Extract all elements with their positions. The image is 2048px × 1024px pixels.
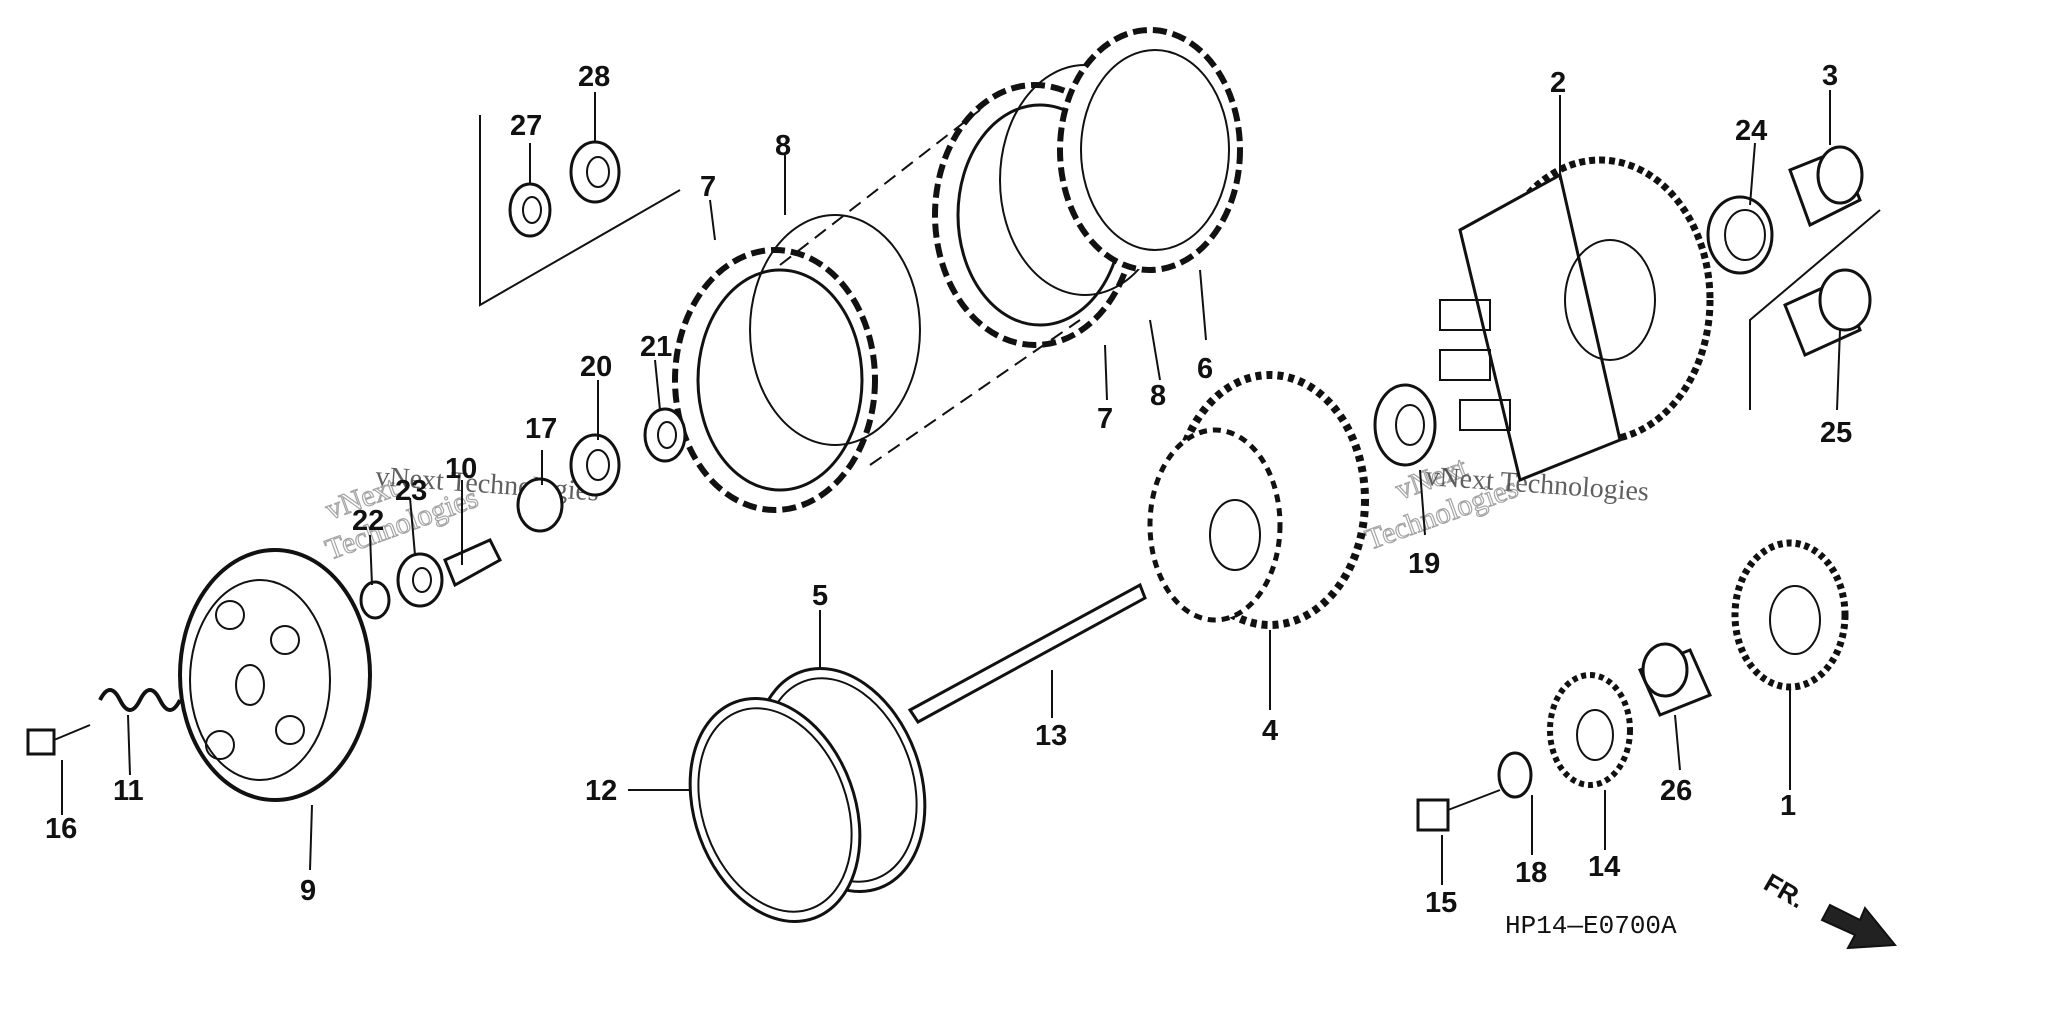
part-9-pressure-plate [178,548,372,802]
part-10-lifter-piece [443,538,502,588]
part-18-washer [1497,751,1533,799]
label-17: 17 [525,413,557,445]
part-24-needle-bearing [1706,195,1774,275]
label-7-right: 7 [1097,403,1113,435]
group-bracket-3-25 [1749,209,1881,410]
label-18: 18 [1515,857,1547,889]
part-12-ring [688,697,862,923]
label-4: 4 [1262,715,1278,747]
group-bracket-27-28 [479,115,681,307]
front-arrow: FR. [1759,867,1897,950]
front-arrow-icon [1820,903,1897,950]
label-16: 16 [45,813,77,845]
part-26-collar [1637,642,1713,717]
label-13: 13 [1035,720,1067,752]
part-14-oil-pump-gear [1547,672,1633,788]
part-28-lock-washer [569,140,621,204]
stack-guide-top [779,109,981,266]
diagram-code: HP14—E0700A [1505,911,1677,941]
label-2: 2 [1550,67,1566,99]
part-21-washer [643,407,687,463]
leader-lines [61,90,1841,885]
part-17-nut [516,477,564,533]
part-7-friction-disc-left [672,247,878,513]
label-5: 5 [812,580,828,612]
label-8-right: 8 [1150,380,1166,412]
label-25: 25 [1820,417,1852,449]
label-11: 11 [113,775,144,807]
label-15: 15 [1425,887,1457,919]
part-20-lock-washer [569,433,621,497]
label-28: 28 [578,61,610,93]
part-8-clutch-plate-left [749,214,921,446]
label-20: 20 [580,351,612,383]
label-23: 23 [395,475,427,507]
label-12: 12 [585,775,617,807]
label-19: 19 [1408,548,1440,580]
label-24: 24 [1735,115,1767,147]
part-11-clutch-spring [98,688,182,712]
part-22-washer [359,580,391,620]
front-marker: FR. [1759,867,1810,914]
part-27-washer [508,182,552,238]
part-23-bearing [396,552,444,608]
label-6: 6 [1197,353,1213,385]
part-25-collar [1783,268,1872,358]
label-9: 9 [300,875,316,907]
part-3-collar [1788,145,1864,228]
label-10: 10 [445,453,477,485]
part-labels: 1 2 3 4 5 6 7 7 8 8 9 10 11 12 13 14 15 … [45,60,1852,919]
part-2-clutch-outer [1439,156,1714,483]
part-4-clutch-center [1147,371,1369,629]
label-7-left: 7 [700,171,716,203]
label-27: 27 [510,110,542,142]
label-22: 22 [352,505,384,537]
label-3: 3 [1822,60,1838,92]
label-8-left: 8 [775,130,791,162]
part-19-thrust-washer [1373,383,1437,467]
part-16-bolt [26,724,91,756]
part-15-bolt [1416,789,1501,832]
part-1-primary-gear [1731,539,1849,691]
label-21: 21 [640,331,672,363]
part-6-friction-disc [1057,27,1243,273]
label-26: 26 [1660,775,1692,807]
label-1: 1 [1780,790,1796,822]
part-13-lifter-rod [907,582,1147,724]
label-14: 14 [1588,851,1620,883]
